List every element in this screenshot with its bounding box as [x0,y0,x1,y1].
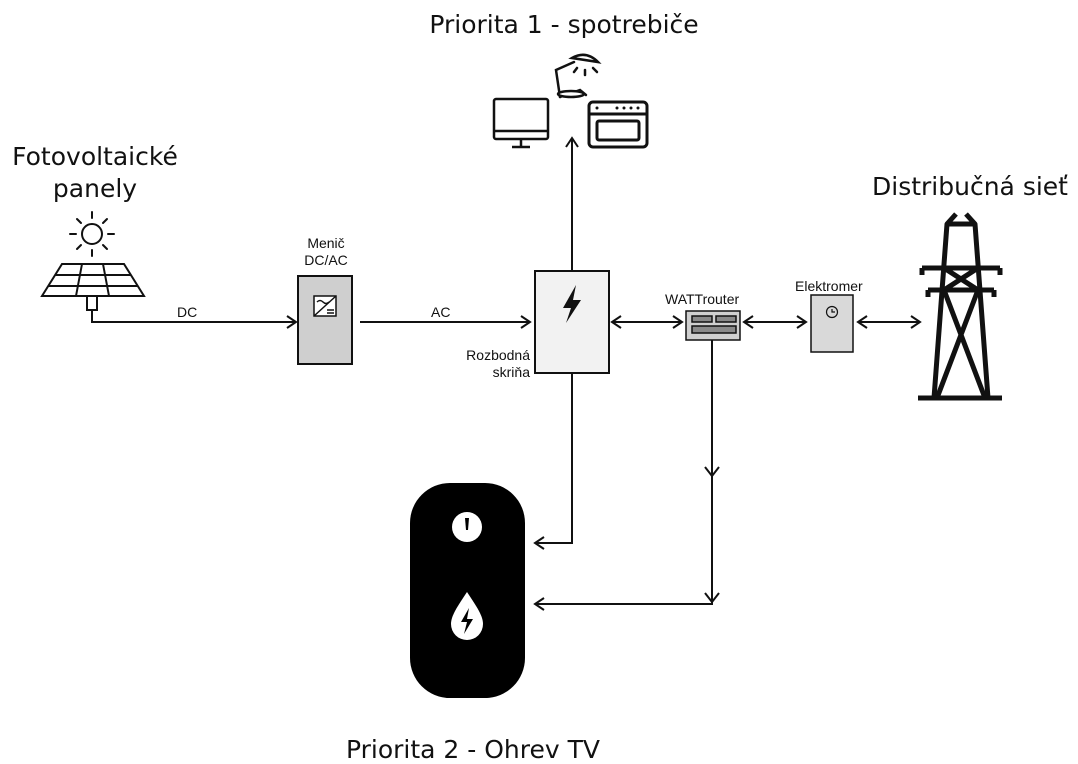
power-pylon-icon [918,212,1003,401]
wattrouter-icon [685,310,741,341]
water-drop-lightning-icon [451,592,483,640]
grid-label: Distribučná sieť [872,172,1068,201]
thermometer-icon [452,512,482,542]
meter-clock-icon [825,305,839,319]
lamp-icon [554,53,602,99]
oven-icon [587,100,649,149]
dc-label: DC [177,304,198,320]
wattrouter-heater-line [533,340,713,611]
inverter-icon [313,295,337,317]
panel-heater-line [533,373,573,550]
panel-label: Rozbodná skriňa [450,347,530,381]
pv-label-line1: Fotovoltaické [12,142,178,171]
meter-box [810,294,854,353]
dc-line [91,310,298,329]
monitor-icon [492,97,550,149]
inverter-label-line1: Menič [307,235,345,251]
lightning-icon [563,285,581,323]
water-heater-icon [410,483,525,698]
meter-label: Elektromer [795,278,863,294]
inverter-label: Menič DC/AC [294,235,358,269]
wattrouter-down-arrow-2 [704,592,720,604]
connections [91,136,922,611]
ac-label: AC [431,304,451,320]
panel-label-line2: skriňa [492,364,530,380]
wattrouter-down-arrow [704,466,720,478]
inverter-label-line2: DC/AC [304,252,348,268]
wattrouter-label: WATTrouter [665,291,740,307]
inverter-box [297,275,353,365]
sun-icon [69,211,115,257]
panel-label-line1: Rozbodná [466,347,530,363]
priority1-title: Priorita 1 - spotrebiče [429,10,699,39]
solar-panel-icon [40,263,146,311]
priority2-title: Priorita 2 - Ohrev TV [345,735,601,764]
pv-label: Fotovoltaické panely [10,141,180,205]
pv-label-line2: panely [52,174,138,203]
distribution-box [534,270,610,374]
